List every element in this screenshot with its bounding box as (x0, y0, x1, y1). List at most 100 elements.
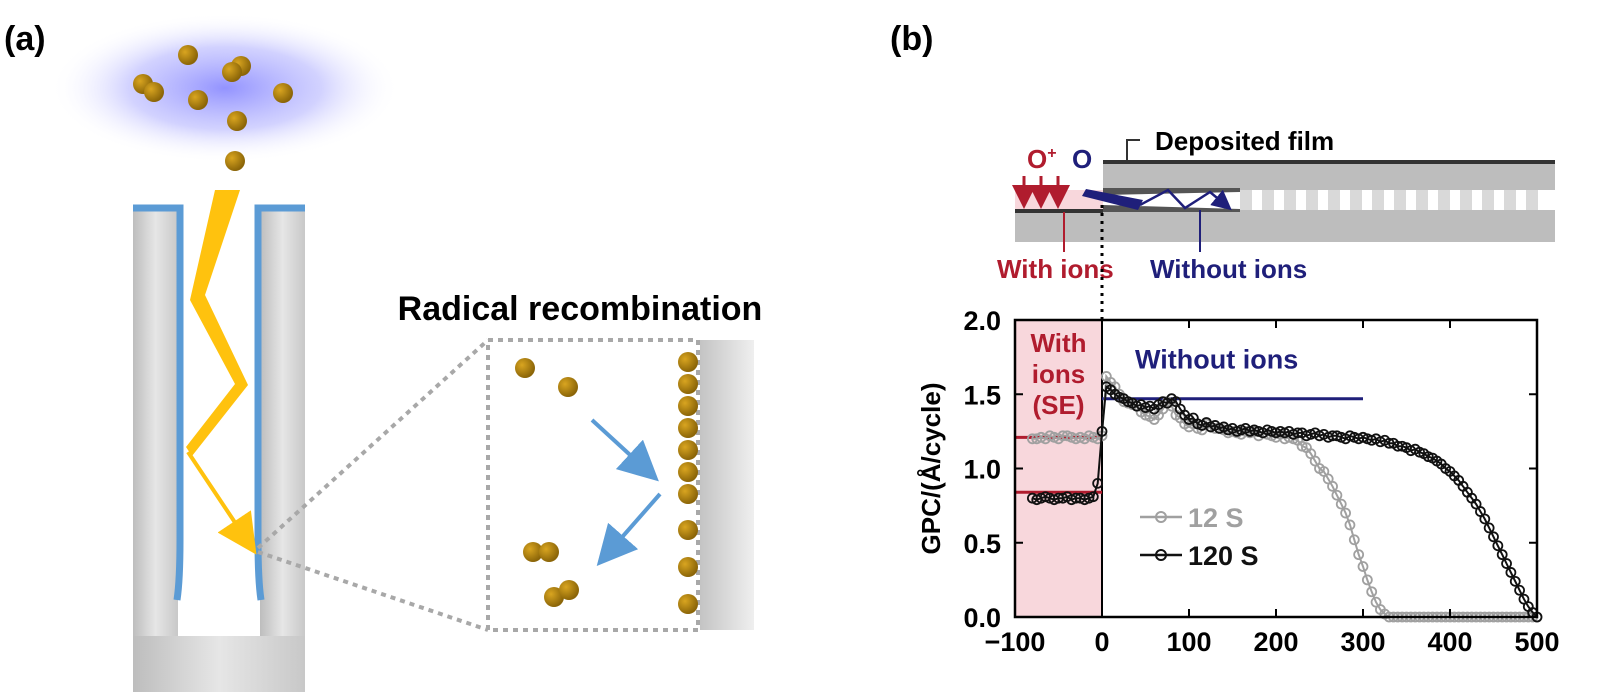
chart-annotation: Without ions (1135, 345, 1298, 375)
radical-particle (222, 62, 242, 82)
ion-schematic: Deposited film O+ O With ions Without io… (997, 126, 1555, 284)
trench-left-wall (133, 205, 178, 692)
deposited-film-label: Deposited film (1155, 126, 1334, 156)
data-point (1488, 531, 1499, 543)
data-point (1335, 498, 1347, 510)
radical-particle (515, 358, 535, 378)
zoom-callout (256, 338, 700, 632)
data-point (1483, 522, 1495, 534)
data-point (1353, 549, 1365, 561)
adsorbed-radical (678, 462, 698, 482)
data-point (1344, 519, 1356, 531)
radical-particle (225, 151, 245, 171)
series-line (1032, 385, 1538, 618)
adsorbed-radicals (678, 352, 698, 614)
data-point (1492, 540, 1504, 552)
x-tick-label: 0 (1094, 627, 1109, 657)
radical-path (186, 190, 257, 555)
adsorbed-radical (678, 440, 698, 460)
y-tick-label: 1.5 (963, 380, 1001, 410)
data-point (1501, 558, 1512, 569)
free-radicals-in-zoom (515, 358, 579, 607)
x-tick-label: 400 (1427, 627, 1472, 657)
radical-particle (273, 83, 293, 103)
legend-label: 120 S (1188, 541, 1259, 571)
substrate-lower (1015, 210, 1555, 242)
data-point (1479, 513, 1491, 525)
outgoing-arrow (596, 492, 662, 567)
recombined-molecule-atom (559, 580, 579, 600)
radical-path-beam (186, 190, 248, 456)
shaded-region (1015, 320, 1102, 617)
overhang-upper (1103, 162, 1555, 190)
data-point (1340, 507, 1351, 519)
panel-a-label: (a) (4, 20, 46, 58)
radical-beam (1082, 189, 1143, 210)
deposited-film-leader (1126, 139, 1140, 160)
data-point (1087, 491, 1099, 503)
x-tick-label: 500 (1514, 627, 1559, 657)
x-tick-label: −100 (985, 627, 1046, 657)
radical-particle (144, 82, 164, 102)
adsorbed-radical (678, 396, 698, 416)
deposited-film-left (133, 204, 184, 601)
y-tick-label: 1.0 (963, 455, 1001, 485)
data-point (1096, 425, 1108, 437)
x-tick-label: 300 (1340, 627, 1385, 657)
y-tick-label: 0.0 (963, 603, 1001, 633)
x-tick-label: 100 (1166, 627, 1211, 657)
incoming-arrow (590, 418, 659, 482)
data-point (1496, 549, 1508, 561)
zoom-title: Radical recombination (398, 290, 763, 328)
adsorbed-radical (678, 557, 698, 577)
radical-label: O (1072, 144, 1092, 174)
legend-marker (1155, 549, 1167, 561)
radical-particle (188, 90, 208, 110)
y-axis-label: GPC/(Å/cycle) (916, 383, 946, 555)
recombined-molecule-atom (544, 587, 564, 607)
radical-particle (227, 111, 247, 131)
zoom-guide-line (256, 338, 490, 550)
trench-right-wall (260, 205, 305, 692)
plasma-glow (50, 13, 400, 163)
data-point (1327, 480, 1338, 492)
x-tick-label: 200 (1253, 627, 1298, 657)
data-point (1357, 561, 1369, 572)
recombined-molecule-atom (523, 542, 543, 562)
panel-b-label: (b) (890, 20, 933, 58)
data-point (1348, 534, 1360, 546)
y-tick-label: 2.0 (963, 306, 1001, 336)
data-point (1505, 567, 1517, 578)
y-tick-label: 0.5 (963, 529, 1001, 559)
data-point (1509, 575, 1521, 587)
radical-particle (178, 45, 198, 65)
legend-marker (1155, 511, 1167, 523)
without-ions-label: Without ions (1150, 254, 1307, 284)
adsorbed-radical (678, 484, 698, 504)
recombined-molecule-atom (539, 542, 559, 562)
adsorbed-radical (678, 352, 698, 372)
adsorbed-radical (678, 594, 698, 614)
adsorbed-radical (678, 418, 698, 438)
radical-path-arrow (186, 450, 257, 555)
legend-label: 12 S (1188, 503, 1244, 533)
data-point (1331, 489, 1343, 501)
film-tapered-upper (1103, 188, 1240, 195)
radical-path-zigzag (1139, 188, 1232, 211)
data-point (1092, 477, 1104, 489)
zoom-box (486, 338, 700, 632)
sidewall-surface (700, 340, 754, 630)
data-point (1361, 574, 1373, 586)
with-ions-label: With ions (997, 254, 1114, 284)
adsorbed-radical (678, 520, 698, 540)
trench-bottom (133, 636, 305, 692)
undeposited-pattern (1240, 190, 1538, 210)
deposited-film-right (254, 204, 305, 601)
ion-label: O+ (1027, 144, 1057, 174)
data-point (1366, 586, 1378, 598)
data-point (1514, 584, 1525, 596)
radicals-in-plasma (133, 45, 293, 171)
